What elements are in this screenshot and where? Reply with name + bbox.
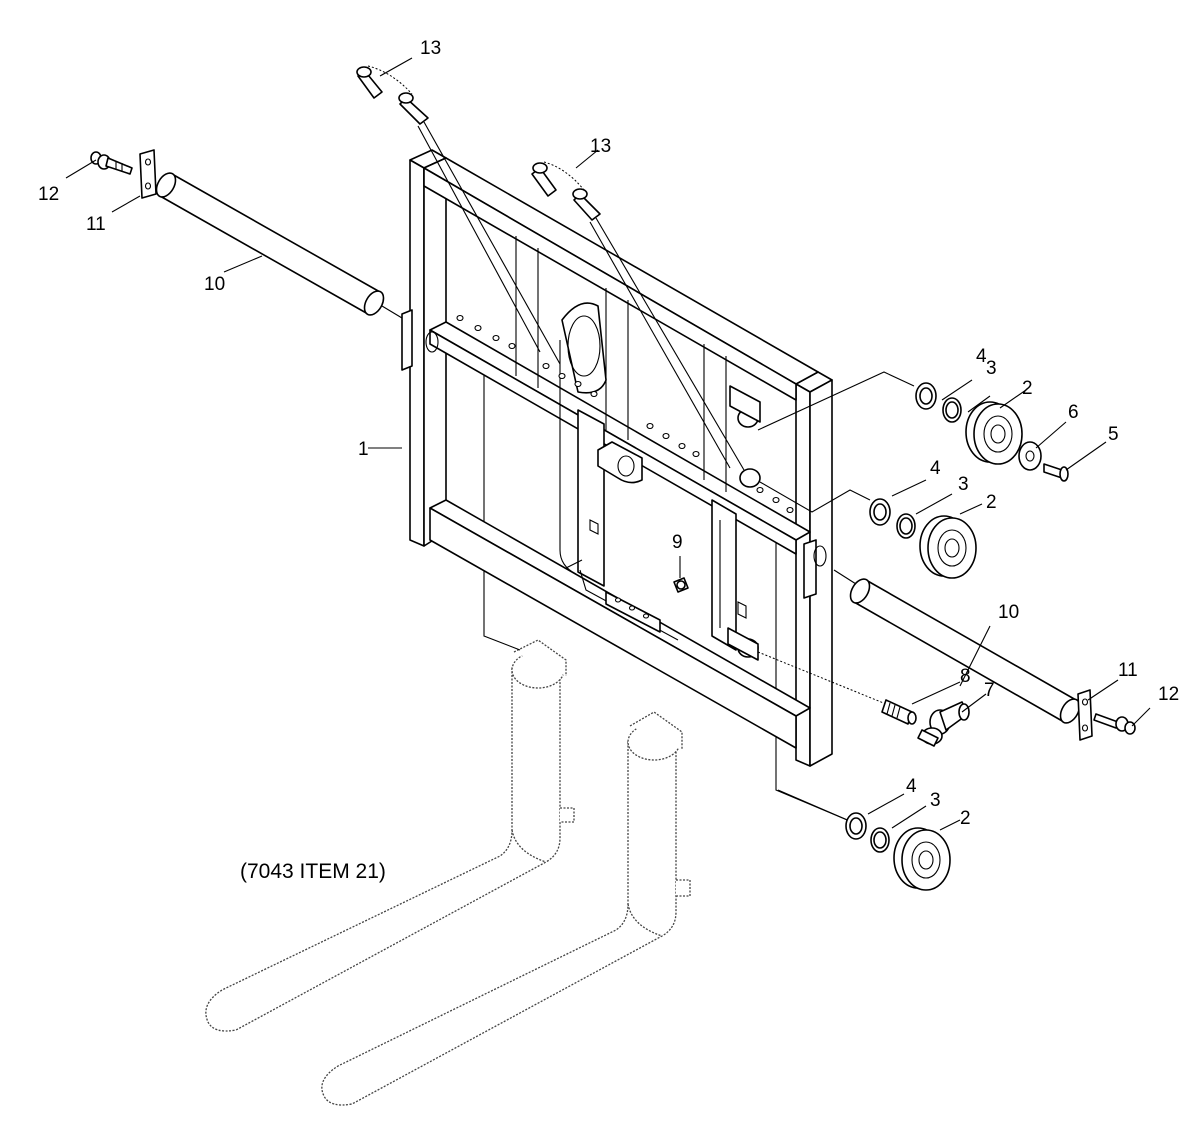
callout-12-left: 12 <box>38 184 59 205</box>
lynch-pin-set-top-left <box>356 65 561 365</box>
thrust-washer <box>1018 441 1042 471</box>
spacer-washer-middle <box>896 513 916 539</box>
callout-4-bottom: 4 <box>906 776 917 797</box>
roller-axis-line-middle <box>759 481 871 513</box>
lynch-pin-set-center <box>531 161 745 471</box>
callout-2-top: 2 <box>1022 378 1033 399</box>
callout-11-right: 11 <box>1118 660 1138 681</box>
reference-note: (7043 ITEM 21) <box>240 860 386 883</box>
bolt-washer-right <box>1093 713 1136 735</box>
callout-3-bottom: 3 <box>930 790 941 811</box>
cross-member-holes <box>456 314 794 514</box>
callout-13-top: 13 <box>420 38 441 59</box>
callout-3-top: 3 <box>986 358 997 379</box>
callout-3-middle: 3 <box>958 474 969 495</box>
callout-labels: 1 2 2 2 3 3 3 4 4 4 5 6 7 8 9 10 10 11 1… <box>38 38 1179 829</box>
callout-9: 9 <box>672 532 683 553</box>
roller-bearing-top <box>965 401 1023 465</box>
leader-lines <box>65 57 1151 831</box>
roller-axis-line-top <box>757 371 915 431</box>
side-shaft-right <box>833 569 1081 724</box>
roller-bearing-bottom <box>893 827 951 891</box>
side-shaft-left <box>155 172 403 319</box>
callout-4-top: 4 <box>976 346 987 367</box>
callout-7: 7 <box>984 680 995 701</box>
side-roller-assembly <box>917 701 970 747</box>
callout-12-right: 12 <box>1158 684 1179 705</box>
eccentric-stud <box>881 699 917 725</box>
carriage-frame <box>401 149 833 767</box>
grease-fitting <box>673 577 689 593</box>
spacer-washer-top <box>942 397 962 423</box>
cap-bolt <box>1043 463 1069 482</box>
shim-ring-top <box>915 382 937 410</box>
spacer-washer-bottom <box>870 827 890 853</box>
callout-8: 8 <box>960 666 971 687</box>
fork-left <box>205 639 567 1032</box>
callout-5: 5 <box>1108 424 1119 445</box>
fork-right <box>321 711 691 1106</box>
shim-ring-middle <box>869 498 891 526</box>
callout-6: 6 <box>1068 402 1079 423</box>
callout-1: 1 <box>358 439 369 460</box>
callout-10-right: 10 <box>998 602 1019 623</box>
fork-hanger-line-left <box>483 370 521 651</box>
bolt-washer-left <box>90 151 133 175</box>
callout-4-middle: 4 <box>930 458 941 479</box>
roller-axis-line-bottom <box>777 789 853 823</box>
callout-13-center: 13 <box>590 136 611 157</box>
callout-2-bottom: 2 <box>960 808 971 829</box>
mounting-bracket-right <box>1077 689 1093 741</box>
roller-bearing-middle <box>919 515 977 579</box>
callout-11-left: 11 <box>86 214 106 235</box>
shim-ring-bottom <box>845 812 867 840</box>
stud-axis-line <box>757 651 887 705</box>
callout-2-middle: 2 <box>986 492 997 513</box>
mounting-bracket-left <box>139 149 157 199</box>
callout-10-left: 10 <box>204 274 225 295</box>
